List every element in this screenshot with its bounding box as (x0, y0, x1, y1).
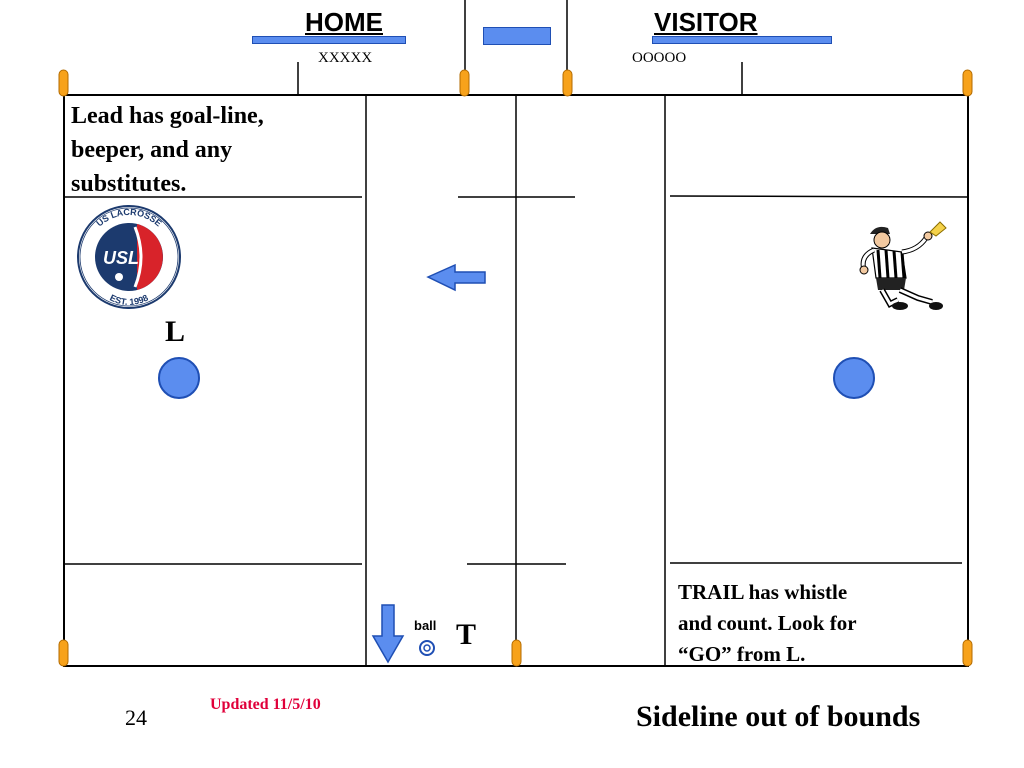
home-label: HOME (305, 7, 383, 37)
ball-icon (419, 640, 435, 656)
pylon-icon (58, 69, 973, 667)
trail-note-line-2: and count. Look for (678, 611, 857, 635)
lead-note-line-2: beeper, and any (71, 137, 233, 163)
trail-official-marker (833, 357, 875, 399)
usl-logo: USL US LACROSSE EST. 1998 (77, 205, 181, 309)
lead-letter: L (165, 315, 186, 348)
center-bar (483, 27, 551, 45)
lead-note-line-3: substitutes. (71, 171, 187, 197)
arrow-down-icon (371, 604, 405, 664)
lead-note: Lead has goal-line, beeper, and any subs… (71, 99, 264, 201)
arrow-left-icon (426, 263, 486, 292)
logo-center-text: USL (103, 248, 139, 268)
svg-text:EST. 1998: EST. 1998 (108, 293, 150, 307)
referee-figure (859, 221, 947, 310)
home-bar (252, 36, 406, 44)
visitor-label: VISITOR (654, 7, 758, 37)
wing-line-top-right (669, 195, 969, 198)
visitor-bar (652, 36, 832, 44)
lead-official-marker (158, 357, 200, 399)
trail-note: TRAIL has whistle and count. Look for “G… (678, 577, 857, 670)
visitor-team-name: OOOOO (632, 50, 687, 66)
updated-date: Updated 11/5/10 (210, 696, 321, 713)
ball-label: ball (414, 618, 437, 633)
trail-letter: T (456, 618, 477, 651)
lead-note-line-1: Lead has goal-line, (71, 103, 264, 129)
slide-title: Sideline out of bounds (636, 700, 921, 733)
trail-note-line-1: TRAIL has whistle (678, 580, 848, 604)
home-team-name: XXXXX (318, 50, 373, 66)
slide-number: 24 (125, 705, 147, 730)
trail-note-line-3: “GO” from L. (678, 642, 806, 666)
logo-bottom-text: EST. 1998 (108, 293, 150, 307)
bench-lines (297, 0, 743, 95)
